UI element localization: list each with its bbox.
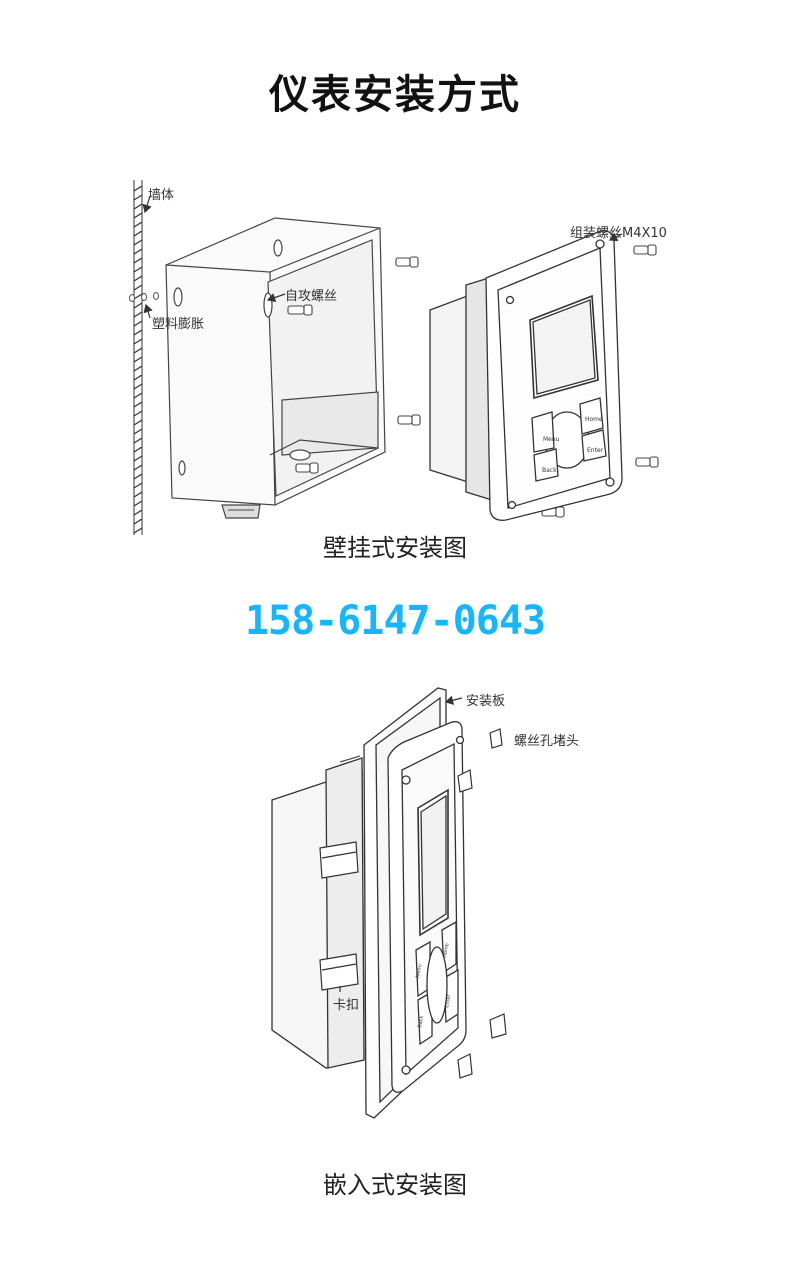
label-plastic-anchor: 塑料膨胀 [152, 317, 205, 332]
plastic-anchors [129, 292, 159, 302]
label-mounting-plate: 安装板 [466, 694, 506, 709]
key-menu-wall: Menu [543, 436, 560, 443]
leader-lines-wall [142, 195, 623, 319]
key-back-wall: Back [542, 467, 557, 474]
panel-mount-caption: 嵌入式安装图 [323, 1171, 467, 1199]
page-title: 仪表安装方式 [269, 72, 521, 118]
label-wall: 墙体 [148, 188, 175, 203]
clips [319, 841, 359, 991]
instrument-front-wall [429, 230, 623, 521]
key-menu-panel: Menu [415, 964, 423, 979]
key-enter-panel: Enter [444, 993, 452, 1008]
label-screw-hole-plug: 螺丝孔堵头 [514, 734, 580, 749]
key-home-wall: Home [585, 416, 603, 423]
label-clip: 卡扣 [333, 998, 360, 1013]
enclosure-box [165, 217, 386, 519]
wall-mount-caption: 壁挂式安装图 [323, 534, 467, 562]
leader-lines-panel [339, 695, 463, 992]
screw-hole-plugs [457, 728, 507, 1079]
key-back-panel: Back [417, 1015, 425, 1028]
panel-instrument [271, 687, 467, 1119]
label-self-tapping-screw: 自攻螺丝 [285, 289, 338, 304]
label-assembly-screw: 组装螺丝M4X10 [570, 226, 667, 241]
key-enter-wall: Enter [587, 447, 604, 454]
wall-hatch [133, 180, 143, 535]
key-home-panel: Home [442, 943, 450, 959]
contact-phone: 158-6147-0643 [244, 598, 546, 644]
